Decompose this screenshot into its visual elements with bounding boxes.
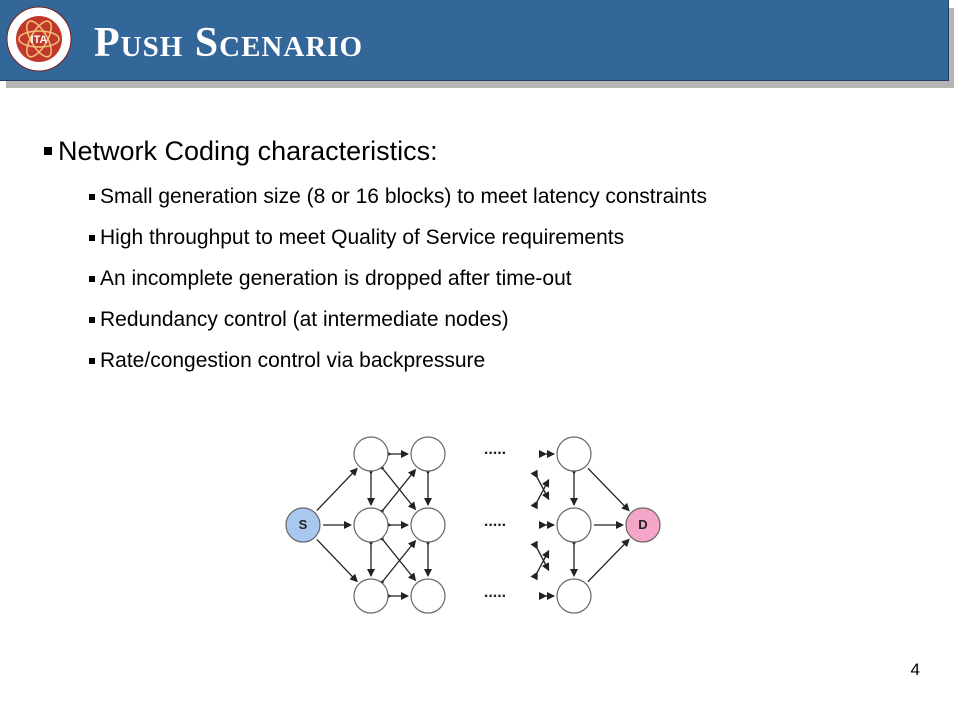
ellipsis-middle: ..... — [484, 513, 506, 530]
square-bullet-icon — [44, 147, 52, 155]
ita-logo: ITA — [6, 6, 72, 72]
main-bullet-text: Network Coding characteristics: — [58, 135, 438, 166]
diagonal-arrow — [376, 539, 417, 589]
dest-edge-arrow — [587, 467, 630, 512]
dest-node — [625, 507, 661, 543]
page-number: 4 — [910, 660, 920, 679]
square-bullet-icon — [89, 194, 95, 200]
sub-bullet-text: Redundancy control (at intermediate node… — [100, 308, 509, 331]
relay-node — [410, 578, 446, 614]
logo-center-text: ITA — [31, 34, 48, 46]
source-edge-arrow — [316, 467, 358, 512]
diagonal-arrow — [376, 468, 417, 518]
slide-title: Push Scenario — [94, 20, 364, 66]
square-bullet-icon — [89, 317, 95, 323]
sub-bullet-text: High throughput to meet Quality of Servi… — [100, 226, 625, 249]
relay-node — [410, 507, 446, 543]
relay-node — [353, 578, 389, 614]
partial-diagonal-arrow — [530, 469, 550, 501]
square-bullet-icon — [89, 358, 95, 364]
network-diagram: ..... ..... ..... S D — [285, 436, 661, 614]
partial-diagonal-arrow — [530, 549, 550, 581]
dest-node-label: D — [638, 517, 647, 532]
relay-node — [556, 578, 592, 614]
bullet-list: Network Coding characteristics: Small ge… — [44, 132, 924, 375]
sub-bullet: Small generation size (8 or 16 blocks) t… — [89, 183, 924, 211]
network-nodes — [285, 436, 661, 614]
partial-diagonal-arrow — [530, 478, 550, 510]
sub-bullet: Redundancy control (at intermediate node… — [89, 306, 924, 334]
partial-diagonal-arrow — [530, 540, 550, 572]
sub-bullet-text: An incomplete generation is dropped afte… — [100, 267, 572, 290]
square-bullet-icon — [89, 235, 95, 241]
source-node-label: S — [299, 517, 308, 532]
dest-edge-arrow — [587, 538, 630, 583]
source-node — [285, 507, 321, 543]
sub-bullet: Rate/congestion control via backpressure — [89, 347, 924, 375]
relay-node — [410, 436, 446, 472]
relay-node — [353, 507, 389, 543]
ellipsis-top: ..... — [484, 441, 506, 458]
sub-bullet-text: Small generation size (8 or 16 blocks) t… — [100, 185, 707, 208]
square-bullet-icon — [89, 276, 95, 282]
relay-node — [353, 436, 389, 472]
source-edge-arrow — [316, 538, 358, 583]
relay-node — [556, 436, 592, 472]
relay-node — [556, 507, 592, 543]
main-bullet: Network Coding characteristics: — [44, 132, 924, 170]
title-bar: ITA Push Scenario — [0, 0, 949, 81]
ellipsis-bottom: ..... — [484, 584, 506, 601]
sub-bullet: High throughput to meet Quality of Servi… — [89, 224, 924, 252]
sub-bullet: An incomplete generation is dropped afte… — [89, 265, 924, 293]
sub-bullet-text: Rate/congestion control via backpressure — [100, 349, 486, 372]
network-edges — [316, 450, 630, 600]
